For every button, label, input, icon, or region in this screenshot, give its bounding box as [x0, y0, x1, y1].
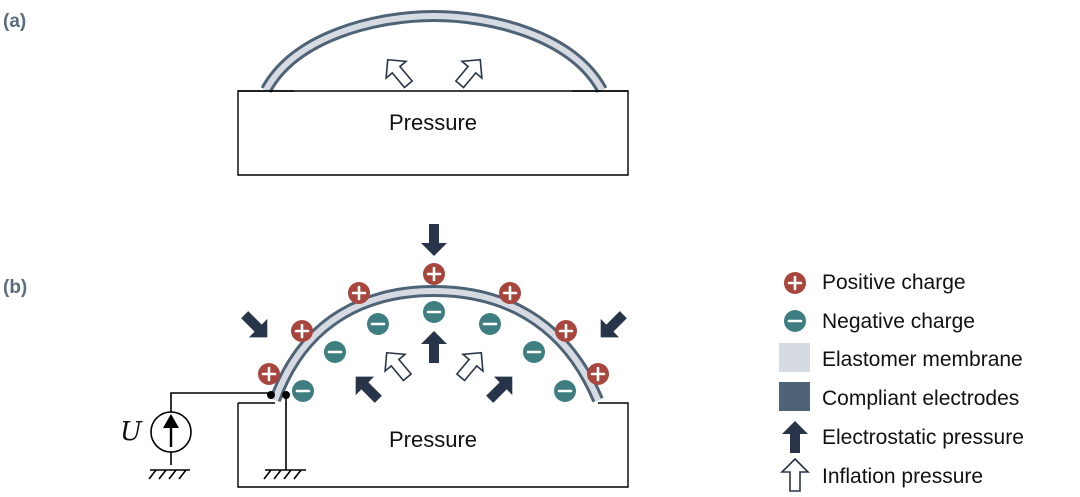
- legend-label: Negative charge: [822, 310, 975, 333]
- panel-b: (b) Pressure U: [3, 224, 633, 488]
- electrostatic-arrow-icon: [480, 367, 522, 409]
- negative-charge-icon: [477, 311, 503, 337]
- positive-charge-icon: [256, 361, 282, 387]
- legend-label: Positive charge: [822, 271, 966, 294]
- negative-charge-icon: [290, 378, 316, 404]
- legend-item: Positive charge: [782, 270, 966, 296]
- legend-item: Compliant electrodes: [779, 382, 1019, 411]
- inflation-arrow-icon: [448, 50, 492, 94]
- panel-b-label: (b): [3, 277, 27, 298]
- electrostatic-arrow-icon: [591, 305, 633, 347]
- pressure-label-b: Pressure: [389, 427, 477, 452]
- legend-label: Inflation pressure: [822, 465, 983, 488]
- negative-charge-icon: [782, 308, 808, 334]
- legend-item: Elastomer membrane: [779, 343, 1023, 372]
- membrane-a: [260, 9, 608, 94]
- voltage-symbol: U: [120, 417, 143, 447]
- inflation-arrow-icon: [376, 50, 420, 94]
- inflation-arrow-icon: [449, 343, 493, 387]
- pressure-label-a: Pressure: [389, 110, 477, 135]
- voltage-source-icon: [150, 411, 192, 453]
- chamber-b: [237, 402, 629, 488]
- electrostatic-arrow-icon: [421, 224, 447, 256]
- filled-arrow-icon: [782, 421, 808, 453]
- negative-charge-icon: [322, 339, 348, 365]
- legend-label: Compliant electrodes: [822, 387, 1019, 410]
- elastomer-swatch: [779, 343, 810, 372]
- positive-charge-icon: [585, 361, 611, 387]
- inflation-arrow-icon: [375, 343, 419, 387]
- negative-charge-icon: [365, 311, 391, 337]
- positive-charge-icon: [421, 261, 447, 287]
- electrostatic-arrow-icon: [235, 305, 277, 347]
- legend-item: Negative charge: [782, 308, 975, 334]
- legend-item: Inflation pressure: [781, 458, 983, 492]
- positive-charge-icon: [289, 318, 315, 344]
- negative-charge-icon: [421, 299, 447, 325]
- legend: Positive charge Negative charge Elastome…: [779, 270, 1024, 492]
- panel-a: (a) Pressure: [3, 9, 629, 176]
- electrostatic-arrow-icon: [346, 367, 388, 409]
- positive-charge-icon: [553, 318, 579, 344]
- panel-a-label: (a): [3, 11, 26, 32]
- legend-item: Electrostatic pressure: [782, 421, 1024, 453]
- negative-charge-icon: [552, 378, 578, 404]
- contact-dot: [267, 391, 275, 399]
- electrostatic-arrow-icon: [421, 331, 447, 363]
- negative-charge-icon: [521, 339, 547, 365]
- outline-arrow-icon: [781, 458, 809, 492]
- legend-label: Electrostatic pressure: [822, 426, 1024, 449]
- positive-charge-icon: [346, 280, 372, 306]
- positive-charge-icon: [497, 280, 523, 306]
- contact-dot: [282, 391, 290, 399]
- positive-charge-icon: [782, 270, 808, 296]
- electrode-swatch: [779, 382, 810, 411]
- legend-label: Elastomer membrane: [822, 348, 1023, 371]
- circuit: [148, 392, 306, 480]
